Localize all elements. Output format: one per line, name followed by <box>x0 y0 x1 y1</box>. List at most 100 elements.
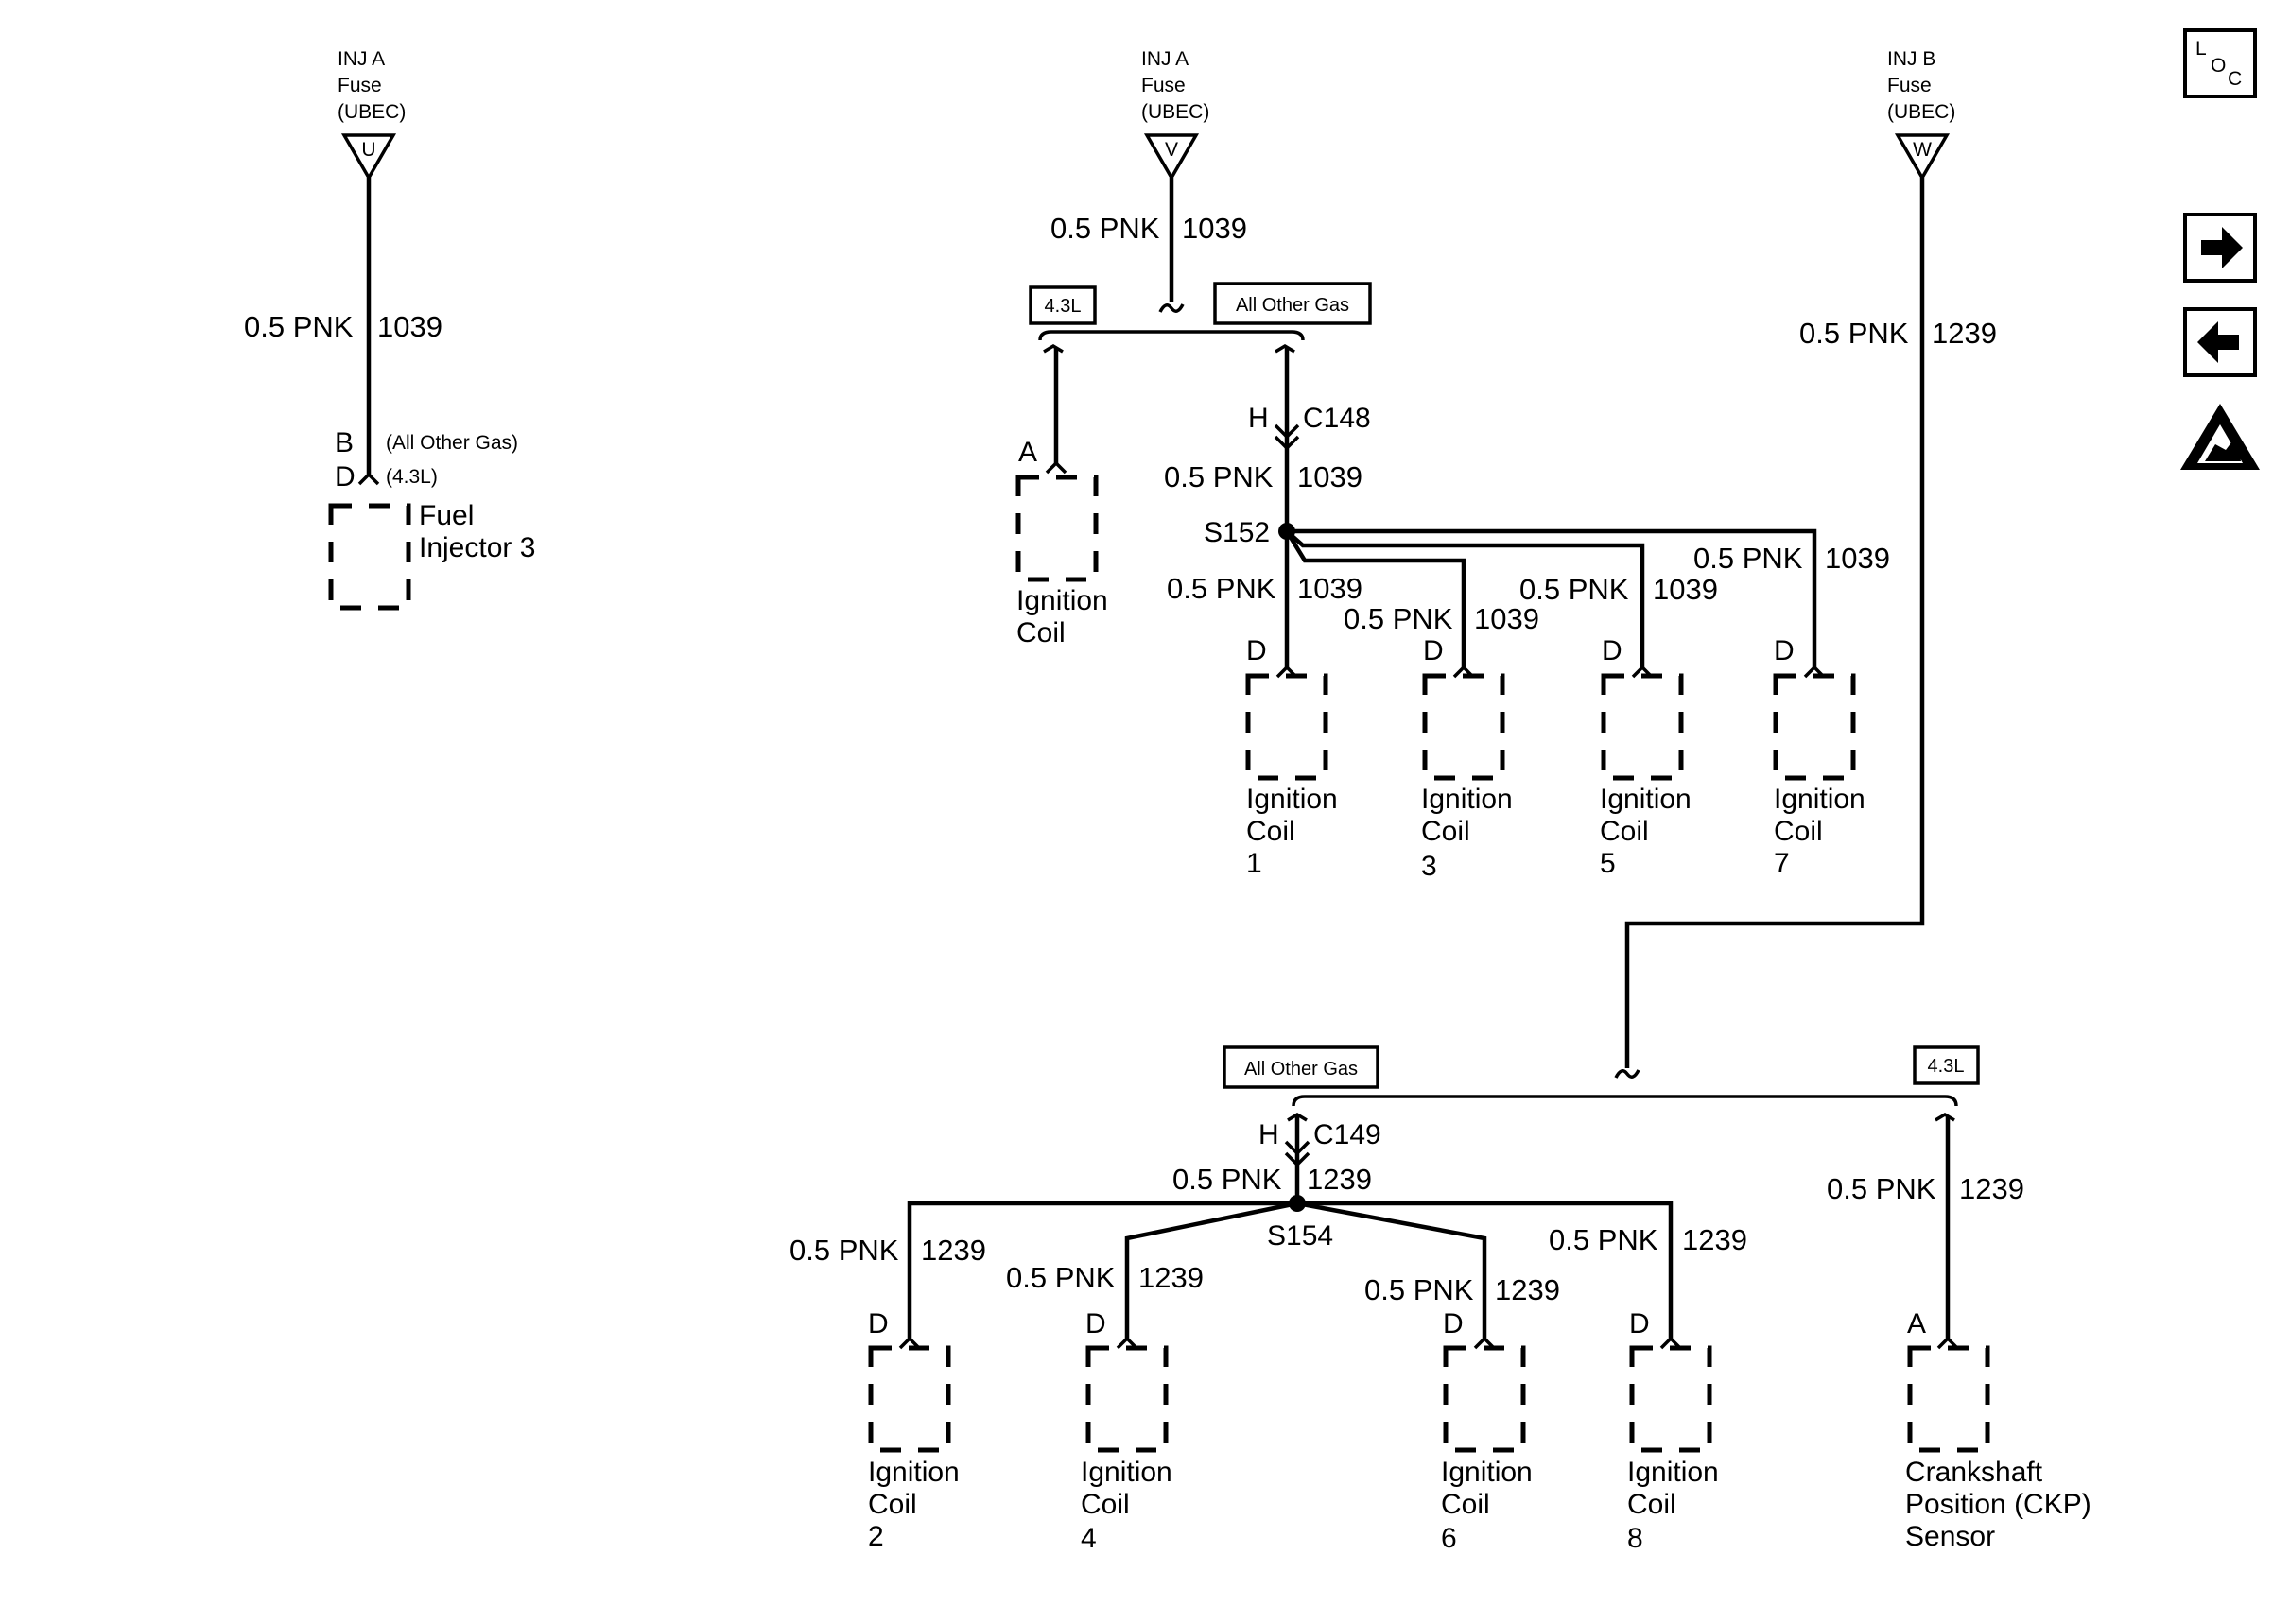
wire-coil3 <box>1285 529 1466 667</box>
fuse-u-triangle <box>340 133 397 181</box>
arrow-left-icon <box>2197 321 2239 363</box>
wire-c149-size: 0.5 PNK <box>1172 1163 1282 1196</box>
forward-button-frame <box>2183 213 2257 283</box>
injector-terminal <box>357 472 380 486</box>
fuse-v-label: Fuse <box>1141 75 1186 96</box>
wire-coil5-size: 0.5 PNK <box>1519 573 1629 606</box>
wire-v-size: 0.5 PNK <box>1050 212 1160 245</box>
cap-ckp <box>1935 1112 1955 1122</box>
wire-coil4-circuit: 1239 <box>1138 1261 1204 1294</box>
location-button[interactable]: L O C <box>2183 28 2257 98</box>
coil-43l-terminal <box>1045 460 1067 475</box>
splice-s152-label: S152 <box>1204 517 1270 548</box>
forward-button[interactable] <box>2183 213 2257 283</box>
wire-coil6-size: 0.5 PNK <box>1364 1273 1474 1306</box>
coil-4-number: 4 <box>1081 1523 1097 1554</box>
coil-6-name-2: Coil <box>1441 1489 1490 1520</box>
coil-7-pin: D <box>1774 635 1795 666</box>
fuse-v-group: INJ A Fuse (UBEC) V <box>1141 48 1209 181</box>
wire-coil2-circuit: 1239 <box>921 1234 986 1267</box>
option-bracket-top <box>1038 330 1305 341</box>
coil-2-number: 2 <box>868 1521 884 1552</box>
coil-8-name-1: Ignition <box>1627 1457 1719 1488</box>
coil-8-pin: D <box>1629 1308 1650 1339</box>
wire-coil2 <box>907 1201 1297 1339</box>
ckp-box <box>1907 1345 1990 1453</box>
wire-ckp-size: 0.5 PNK <box>1827 1172 1936 1205</box>
connector-c148-pin: H <box>1248 403 1269 434</box>
wire-coil4-size: 0.5 PNK <box>1006 1261 1116 1294</box>
wire-coil6 <box>1296 1201 1487 1339</box>
option-break-w <box>1614 1069 1640 1079</box>
coil-5-name-1: Ignition <box>1600 784 1692 815</box>
option-top-right-label: All Other Gas <box>1236 295 1349 316</box>
coil-43l-name-1: Ignition <box>1016 585 1108 616</box>
coil-8-box <box>1629 1345 1712 1453</box>
coil-8-number: 8 <box>1627 1523 1643 1554</box>
coil-3-name-1: Ignition <box>1421 784 1513 815</box>
coil-1-number: 1 <box>1246 848 1262 879</box>
coil-8-terminal <box>1659 1336 1682 1350</box>
wire-coil7-size: 0.5 PNK <box>1693 542 1803 575</box>
ignition-coil-7: D Ignition Coil 7 <box>1773 635 1865 879</box>
fuse-w-label: Fuse <box>1887 75 1932 96</box>
coil-2-name-2: Coil <box>868 1489 917 1520</box>
wire-coil7-circuit: 1039 <box>1825 542 1890 575</box>
loc-letter-o: O <box>2211 55 2226 77</box>
coil-43l-name-2: Coil <box>1016 617 1066 648</box>
wire-coil1-circuit: 1039 <box>1297 572 1362 605</box>
wire-coil3-circuit: 1039 <box>1474 602 1539 635</box>
coil-1-pin: D <box>1246 635 1267 666</box>
back-button[interactable] <box>2183 307 2257 377</box>
injector-pin-d-note: (4.3L) <box>386 466 438 488</box>
coil-4-terminal <box>1116 1336 1138 1350</box>
wire-coil7 <box>1287 528 1817 667</box>
coil-3-name-2: Coil <box>1421 816 1470 847</box>
coil-2-box <box>868 1345 951 1453</box>
loc-letter-l: L <box>2195 38 2207 60</box>
fuse-w-group: INJ B Fuse (UBEC) W <box>1887 48 1955 181</box>
loc-letter-c: C <box>2228 68 2242 90</box>
coil-6-box <box>1443 1345 1526 1453</box>
coil-6-terminal <box>1473 1336 1496 1350</box>
ckp-sensor: A Crankshaft Position (CKP) Sensor <box>1905 1308 2091 1552</box>
fuse-v-name: INJ A <box>1141 48 1189 70</box>
wire-w-circuit: 1239 <box>1932 317 1997 350</box>
injector-pin-b-note: (All Other Gas) <box>386 432 518 454</box>
wire-coil5-circuit: 1039 <box>1653 573 1718 606</box>
connector-c148-symbol <box>1274 423 1300 451</box>
coil-3-box <box>1422 673 1505 781</box>
coil-6-pin: D <box>1443 1308 1464 1339</box>
option-box-bottom-left <box>1223 1045 1379 1089</box>
coil-3-pin: D <box>1423 635 1444 666</box>
coil-5-number: 5 <box>1600 848 1616 879</box>
arrow-right-icon <box>2201 227 2243 268</box>
coil-1-name-2: Coil <box>1246 816 1295 847</box>
coil-4-pin: D <box>1085 1308 1106 1339</box>
coil-7-number: 7 <box>1774 848 1790 879</box>
fuse-w-triangle <box>1894 133 1951 181</box>
option-bracket-bottom <box>1292 1095 1958 1107</box>
wire-u-circuit: 1039 <box>377 310 442 343</box>
fuse-v-source: (UBEC) <box>1141 101 1209 123</box>
fuse-u-label: Fuse <box>338 75 382 96</box>
fuse-w-letter: W <box>1913 139 1932 161</box>
cap-c148 <box>1275 343 1295 354</box>
wire-u-size: 0.5 PNK <box>244 310 354 343</box>
fuse-u-group: INJ A Fuse (UBEC) U <box>338 48 406 181</box>
wire-coil8-size: 0.5 PNK <box>1549 1223 1658 1256</box>
ignition-coil-3: D Ignition Coil 3 <box>1421 635 1513 882</box>
cap-43l-coil <box>1043 343 1064 354</box>
location-button-frame <box>2183 28 2257 98</box>
ckp-terminal <box>1936 1336 1959 1350</box>
injector-name-2: Injector 3 <box>419 532 535 563</box>
wire-coil6-circuit: 1239 <box>1495 1273 1560 1306</box>
coil-1-box <box>1245 673 1328 781</box>
coil-4-box <box>1085 1345 1169 1453</box>
splice-s154-label: S154 <box>1267 1220 1333 1252</box>
wire-coil4 <box>1124 1201 1298 1339</box>
connector-c149-name: C149 <box>1313 1119 1381 1150</box>
fuel-injector-3-box <box>328 503 411 611</box>
ignition-coil-43l-box <box>1015 475 1099 582</box>
